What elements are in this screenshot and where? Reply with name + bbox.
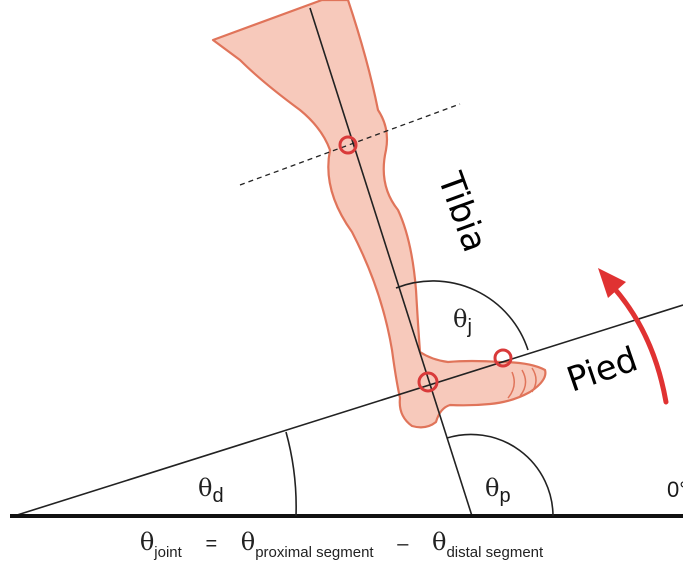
formula-prox-sub: proximal segment <box>255 544 374 561</box>
formula-minus: – <box>397 533 409 555</box>
tibia-axis-line <box>309 7 473 517</box>
theta-p-label: θp <box>485 474 511 507</box>
formula-dist-sub: distal segment <box>446 544 544 561</box>
tibia-label: Tibia <box>429 166 495 257</box>
zero-degree-label: 0° <box>667 477 683 502</box>
toe-marker <box>493 348 513 368</box>
joint-angle-formula: θjoint = θproximal segment – θdistal seg… <box>0 528 683 561</box>
rotation-arrow-head <box>598 268 626 298</box>
formula-lhs-symbol: θ <box>139 528 155 556</box>
theta-j-label: θj <box>453 305 472 338</box>
formula-prox-symbol: θ <box>240 528 256 556</box>
rotation-arrow-shaft <box>611 285 669 405</box>
pied-label: Pied <box>562 339 643 400</box>
knee-marker <box>338 135 358 155</box>
foot-axis-line <box>13 304 683 517</box>
theta-p-arc <box>446 433 554 517</box>
leg-silhouette <box>211 0 547 429</box>
knee-axis-dashed-line <box>239 103 461 186</box>
ankle-marker <box>417 371 439 393</box>
toes <box>507 367 537 399</box>
theta-d-arc <box>285 431 297 517</box>
theta-d-label: θd <box>198 474 224 507</box>
theta-j-arc <box>395 280 529 351</box>
formula-lhs-sub: joint <box>154 544 182 561</box>
formula-dist-symbol: θ <box>432 528 447 556</box>
formula-equals: = <box>205 533 218 555</box>
